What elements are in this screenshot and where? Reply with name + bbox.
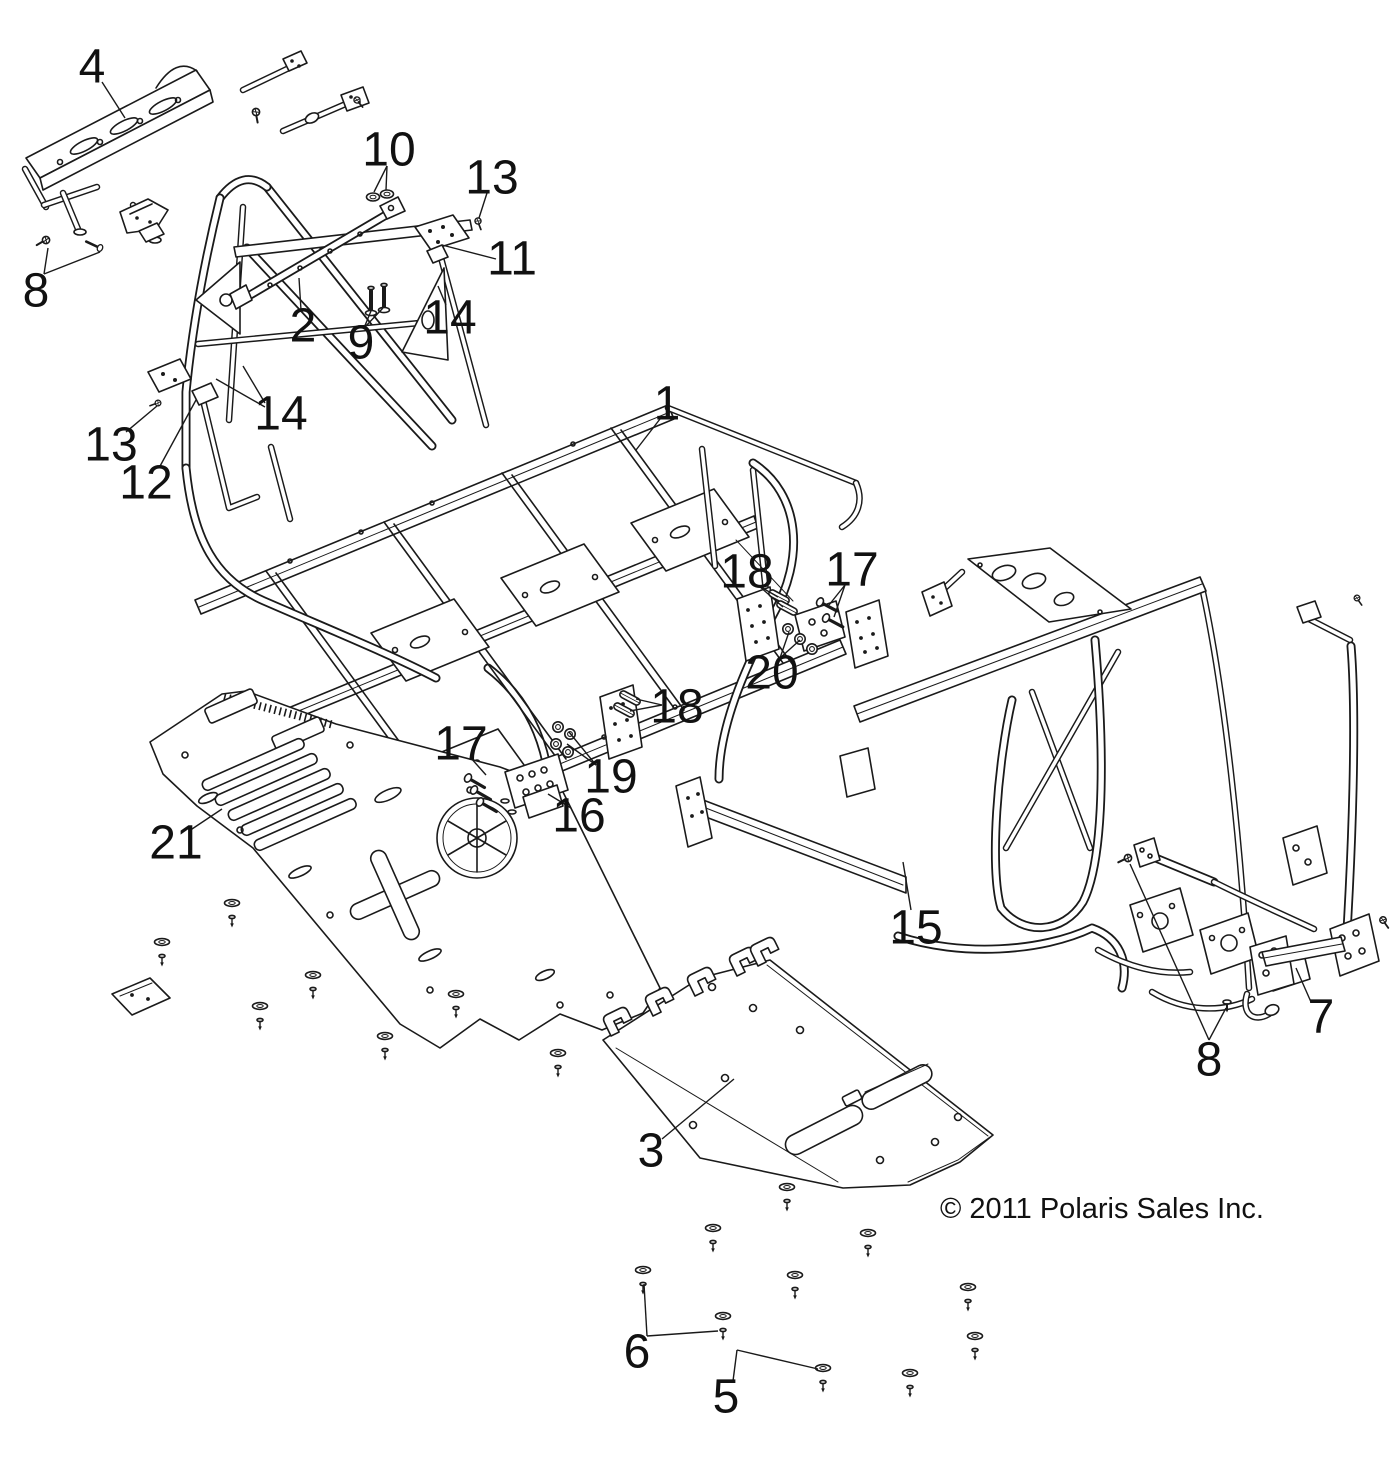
push-fastener-icon: [778, 1182, 796, 1213]
push-fastener-icon: [153, 937, 171, 968]
leader-line-17: [469, 756, 487, 776]
leader-line-8: [43, 247, 49, 275]
leader-line-14: [215, 378, 266, 408]
leader-line-19: [568, 731, 597, 766]
screw-icon: [1351, 593, 1365, 606]
rear-bumper-drawing: [1133, 600, 1380, 1017]
push-fastener-icon: [376, 1031, 394, 1062]
callout-11-3: 11: [487, 233, 537, 286]
seat-belt-bar-drawing: [229, 196, 406, 310]
callout-14-6: 14: [423, 292, 476, 345]
leader-line-18: [635, 698, 663, 706]
push-fastener-icon: [304, 970, 322, 1001]
callout-21-19: 21: [149, 817, 202, 870]
callout-8-7: 8: [23, 265, 50, 318]
callout-5-25: 5: [713, 1371, 740, 1424]
callout-17-13: 17: [825, 544, 878, 597]
nut-icon: [365, 192, 381, 202]
screw-icon: [1377, 915, 1392, 929]
leader-line-9: [363, 310, 372, 329]
callout-8-22: 8: [1196, 1034, 1223, 1087]
leader-line-9: [363, 307, 384, 329]
callout-18-12: 18: [720, 546, 773, 599]
leader-line-17: [828, 584, 846, 606]
leader-line-19: [566, 743, 597, 766]
callout-16-18: 16: [552, 790, 605, 843]
screw-icon: [471, 215, 487, 231]
leader-line-1: [635, 418, 661, 451]
leader-line-7: [1295, 967, 1312, 1003]
callout-17-17: 17: [434, 718, 487, 771]
leader-line-6: [643, 1283, 648, 1337]
leader-line-3: [661, 1078, 735, 1140]
push-fastener-icon: [959, 1282, 977, 1313]
front-rack-drawing: [25, 50, 370, 244]
push-fastener-icon: [549, 1048, 567, 1079]
push-fastener-icon: [901, 1368, 919, 1399]
push-fastener-icon: [223, 898, 241, 929]
leader-line-17: [833, 584, 846, 618]
floor-panel-drawing: [600, 934, 994, 1189]
callout-1-11: 1: [654, 378, 681, 431]
callout-15-20: 15: [889, 902, 942, 955]
rear-frame-drawing: [675, 547, 1328, 1008]
leader-line-18: [758, 585, 784, 608]
nut-icon: [379, 189, 395, 199]
callout-12-9: 12: [119, 457, 172, 510]
push-fastener-icon: [704, 1223, 722, 1254]
callout-18-15: 18: [650, 681, 703, 734]
leader-line-5: [732, 1349, 738, 1382]
bolt-icon: [376, 281, 392, 315]
leader-line-14: [437, 285, 447, 306]
screw-icon: [35, 233, 52, 250]
leader-line-8: [1129, 863, 1210, 1041]
callout-2-4: 2: [290, 300, 317, 353]
leader-line-13: [478, 192, 488, 219]
leader-line-20: [779, 631, 790, 659]
leader-line-11: [441, 244, 497, 260]
leader-line-8: [1208, 1007, 1227, 1041]
bolt-icon: [83, 237, 106, 254]
push-fastener-icon: [786, 1270, 804, 1301]
main-frame-drawing: [194, 404, 860, 850]
callout-20-14: 20: [745, 647, 798, 700]
callout-3-23: 3: [638, 1125, 665, 1178]
leader-line-12: [158, 399, 197, 469]
leader-line-4: [101, 81, 126, 119]
callout-7-21: 7: [1308, 991, 1335, 1044]
callout-13-8: 13: [84, 419, 137, 472]
callout-19-16: 19: [584, 751, 637, 804]
callout-9-5: 9: [348, 317, 375, 370]
callout-4-0: 4: [79, 41, 106, 94]
leader-line-20: [779, 639, 801, 659]
push-fastener-icon: [966, 1331, 984, 1362]
leader-line-6: [646, 1330, 719, 1337]
screw-icon: [247, 105, 266, 124]
leader-line-13: [125, 405, 158, 433]
callout-14-10: 14: [254, 388, 307, 441]
screw-icon: [149, 396, 163, 411]
leader-line-14: [242, 365, 266, 404]
copyright-text: © 2011 Polaris Sales Inc.: [940, 1193, 1264, 1225]
push-fastener-icon: [251, 1001, 269, 1032]
push-fastener-icon: [634, 1265, 652, 1296]
leader-line-15: [902, 861, 912, 911]
callout-6-24: 6: [624, 1326, 651, 1379]
push-fastener-icon: [714, 1311, 732, 1342]
leader-line-2: [298, 277, 302, 311]
leader-line-5: [736, 1349, 819, 1370]
leader-line-10: [373, 165, 388, 193]
callout-13-2: 13: [465, 152, 518, 205]
leader-line-21: [188, 808, 223, 832]
push-fastener-icon: [859, 1228, 877, 1259]
leader-line-8: [43, 251, 101, 275]
leader-line-16: [547, 793, 572, 809]
leader-line-18: [758, 585, 779, 598]
leader-line-10: [385, 165, 388, 191]
hardware-drawing: [35, 189, 1392, 1014]
callout-10-1: 10: [362, 124, 415, 177]
leader-line-18: [629, 704, 663, 712]
